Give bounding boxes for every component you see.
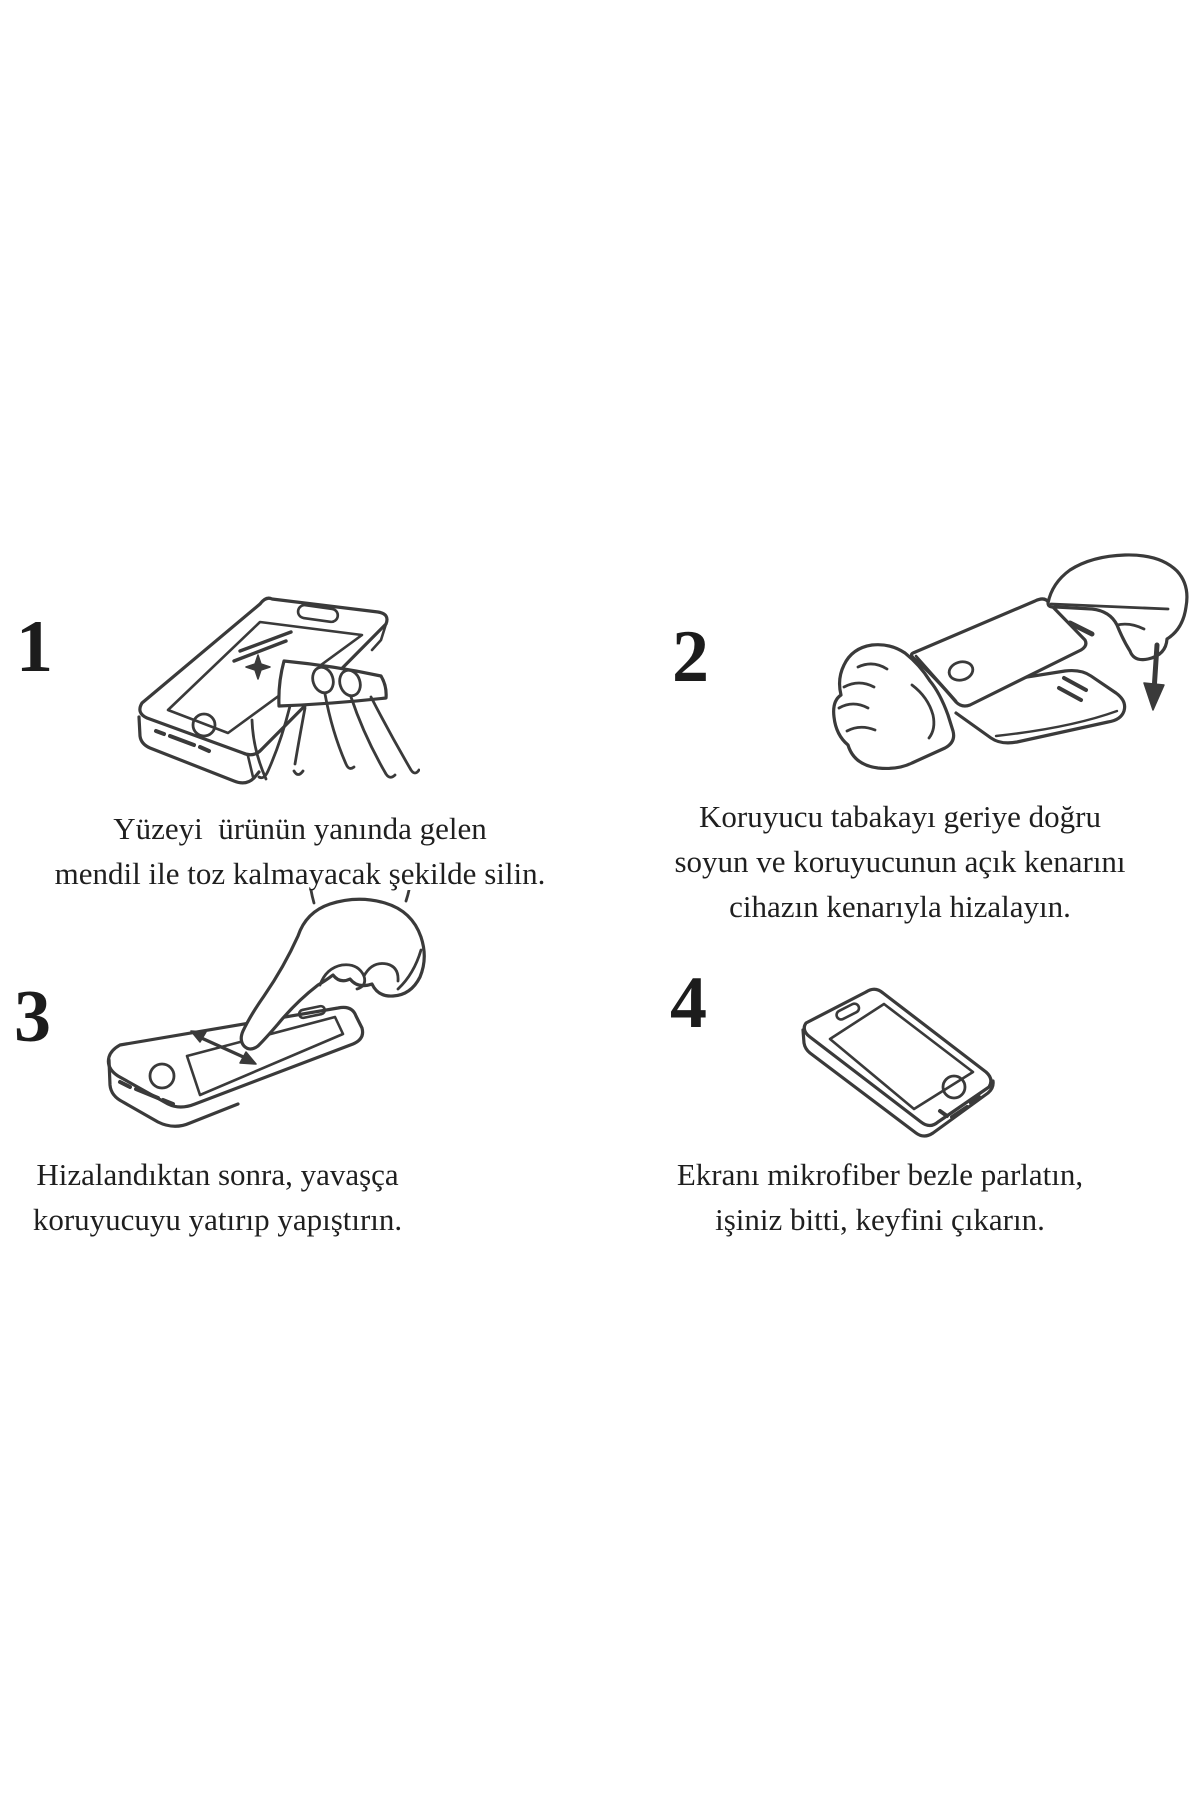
phone-home-button [941,1074,967,1100]
phone-home-button [191,712,217,738]
film-camera-hole [947,660,975,682]
caption-line: Yüzeyi ürünün yanında gelen [113,811,487,846]
step-3-caption: Hizalandıktan sonra, yavaşça koruyucuyu … [0,1152,435,1242]
caption-line: Koruyucu tabakayı geriye doğru [698,799,1101,834]
wiping-hand [250,665,420,781]
phone-screen [828,1002,975,1111]
phone-screen [185,1015,345,1097]
phone-speaker [835,1002,861,1021]
wipe-screen-with-cloth-icon [137,596,420,785]
alignment-double-arrow-icon [190,1030,257,1065]
caption-line: soyun ve koruyucunun açık kenarını [674,844,1126,879]
step-1-number: 1 [16,606,53,688]
phone-body [801,987,995,1138]
phone-body [106,1004,365,1128]
phone-speaker [296,603,340,624]
phone-screen [166,620,364,735]
caption-line: mendil ile toz kalmayacak şekilde silin. [54,856,546,891]
phone-home-button [148,1062,176,1090]
sparkle-icon [245,654,271,680]
step-2-caption: Koruyucu tabakayı geriye doğru soyun ve … [600,794,1200,929]
press-down-arrow-icon [1143,642,1165,711]
peeling-hand [1046,553,1189,662]
step-4-caption: Ekranı mikrofiber bezle parlatın, işiniz… [560,1152,1200,1242]
finished-phone-icon [801,987,995,1138]
caption-line: işiniz bitti, keyfini çıkarın. [715,1202,1045,1237]
press-screen-with-finger-icon [106,890,426,1128]
shine-lines [232,630,293,663]
peel-film-icon [832,553,1189,771]
phone-speaker [297,1004,327,1020]
step-1-caption: Yüzeyi ürünün yanında gelen mendil ile t… [0,806,600,896]
step-4-number: 4 [670,962,707,1044]
pressing-hand [239,890,426,1051]
step-3-number: 3 [14,976,51,1058]
caption-line: koruyucuyu yatırıp yapıştırın. [32,1202,403,1237]
caption-line: cihazın kenarıyla hizalayın. [729,889,1071,924]
step-2-number: 2 [672,616,709,698]
holding-hand [832,643,956,771]
caption-line: Hizalandıktan sonra, yavaşça [36,1157,399,1192]
caption-line: Ekranı mikrofiber bezle parlatın, [676,1157,1084,1192]
